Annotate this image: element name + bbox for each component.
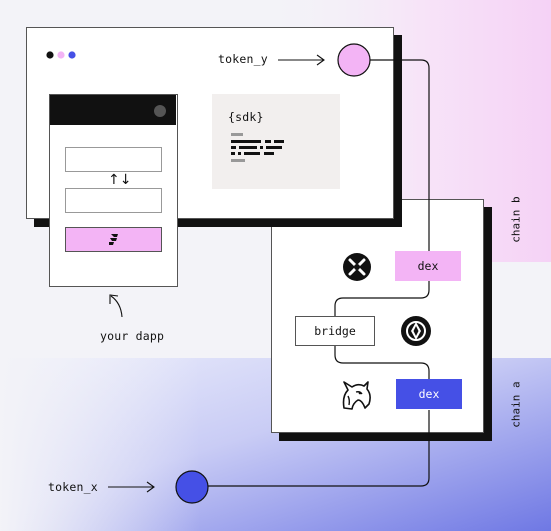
token-x-label: token_x xyxy=(48,480,98,494)
code-snippet-icon xyxy=(231,133,284,162)
dapp-widget: ↑↓ xyxy=(49,94,178,287)
window-controls xyxy=(46,51,76,59)
window-dot-black xyxy=(46,51,54,59)
to-amount-input[interactable] xyxy=(65,188,162,213)
arrow-right-icon xyxy=(278,54,325,66)
swap-button[interactable] xyxy=(65,227,162,252)
dapp-header-dot xyxy=(154,105,166,117)
dex-top-label[interactable]: dex xyxy=(395,251,461,281)
dex-bottom-label[interactable]: dex xyxy=(396,379,462,409)
token-y-label: token_y xyxy=(218,52,268,66)
sdk-box: {sdk} xyxy=(212,94,340,189)
sdk-label: {sdk} xyxy=(228,110,264,124)
swap-direction-icon[interactable]: ↑↓ xyxy=(106,172,134,188)
arrow-right-icon xyxy=(108,481,155,493)
bridge-protocol-icon xyxy=(401,316,431,346)
token-y-node[interactable] xyxy=(336,42,372,78)
brand-logo-icon xyxy=(108,234,118,245)
window-dot-pink xyxy=(57,51,65,59)
token-x-node[interactable] xyxy=(174,469,210,505)
from-amount-input[interactable] xyxy=(65,147,162,172)
1inch-style-protocol-icon xyxy=(343,253,371,281)
unicorn-dex-icon xyxy=(342,381,371,410)
bridge-label[interactable]: bridge xyxy=(295,316,375,346)
curved-arrow-icon xyxy=(109,294,123,318)
your-dapp-label: your dapp xyxy=(100,329,165,343)
dapp-header xyxy=(50,95,176,125)
window-dot-blue xyxy=(68,51,76,59)
